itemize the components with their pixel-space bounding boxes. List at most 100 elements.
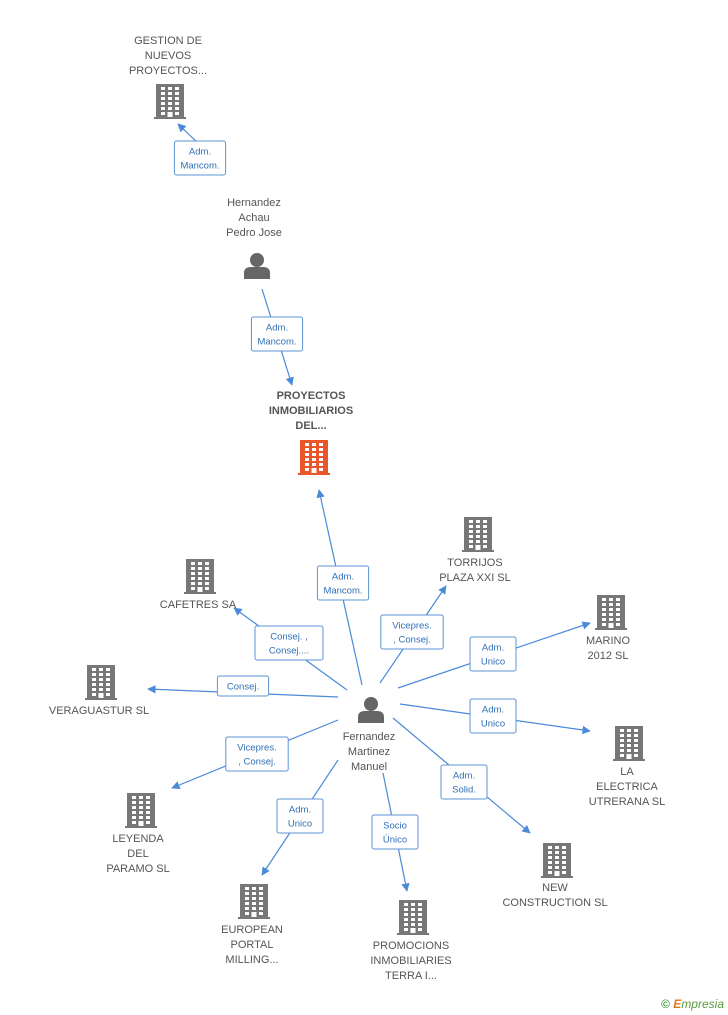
copyright-icon: © — [661, 997, 670, 1011]
role-label: Solid. — [452, 785, 476, 796]
node-veraguastur[interactable]: VERAGUASTUR SL — [49, 665, 149, 717]
role-label: Mancom. — [257, 337, 296, 348]
role-label: Unico — [481, 719, 505, 730]
node-european[interactable]: EUROPEAN PORTAL MILLING... — [221, 884, 283, 966]
node-label: TORRIJOS — [447, 557, 502, 569]
node-label: Fernandez — [343, 731, 396, 743]
edge-fernandez-veraguastur: Consej. — [147, 675, 339, 698]
role-label: Unico — [481, 657, 505, 668]
node-label: NEW — [542, 882, 568, 894]
node-label: CONSTRUCTION SL — [502, 897, 607, 909]
role-badge[interactable]: Adm. Unico — [276, 798, 324, 834]
edge-fernandez-european: Adm. Unico — [261, 759, 339, 876]
node-label: MARINO — [586, 635, 630, 647]
node-label: PARAMO SL — [106, 863, 169, 875]
role-label: Mancom. — [180, 161, 219, 172]
edge-fernandez-cafetres: Consej. , Consej.... — [233, 607, 348, 691]
building-icon[interactable] — [462, 517, 494, 552]
person-icon[interactable] — [244, 253, 270, 279]
role-label: Mancom. — [323, 586, 362, 597]
role-label: Unico — [288, 819, 312, 830]
role-badge[interactable]: Adm. Mancom. — [250, 316, 304, 352]
node-label: Achau — [238, 212, 269, 224]
role-label: Adm. — [453, 771, 475, 782]
role-badge[interactable]: Adm. Solid. — [440, 764, 488, 800]
node-newcons[interactable]: NEW CONSTRUCTION SL — [502, 843, 608, 909]
nodes-layer: GESTION DENUEVOSPROYECTOS...HernandezAch… — [49, 35, 665, 982]
node-label: LEYENDA — [112, 833, 164, 845]
node-label: PROYECTOS — [277, 390, 346, 402]
node-label: PLAZA XXI SL — [439, 572, 511, 584]
node-torrijos[interactable]: TORRIJOS PLAZA XXI SL — [439, 517, 511, 584]
node-leyenda[interactable]: LEYENDA DEL PARAMO SL — [106, 793, 170, 875]
edge-fernandez-leyenda: Vicepres., Consej. — [171, 719, 339, 790]
role-label: Consej.... — [269, 646, 309, 657]
node-label: Manuel — [351, 761, 387, 773]
building-icon[interactable] — [184, 559, 216, 594]
building-icon[interactable] — [85, 665, 117, 700]
building-icon[interactable] — [298, 440, 330, 475]
role-badge[interactable]: Adm. Mancom. — [173, 140, 227, 176]
role-badge[interactable]: Consej. — [216, 675, 270, 697]
node-label: Hernandez — [227, 197, 281, 209]
node-label: ELECTRICA — [596, 781, 658, 793]
edge-fernandez-proyectos: Adm. Mancom. — [316, 489, 370, 686]
role-badge[interactable]: Adm. Mancom. — [316, 565, 370, 601]
role-label: Adm. — [482, 705, 504, 716]
role-badge[interactable]: Adm. Unico — [469, 698, 517, 734]
node-label: DEL... — [295, 420, 326, 432]
node-proyectos[interactable]: PROYECTOS INMOBILIARIOS DEL... — [269, 390, 353, 475]
edge-fernandez-newcons: Adm. Solid. — [392, 717, 531, 834]
brand-logo-rest: mpresia — [681, 997, 724, 1011]
edge-hernandez-gestion: Adm. Mancom. — [173, 123, 227, 176]
node-gestion[interactable]: GESTION DENUEVOSPROYECTOS... — [129, 35, 207, 119]
role-label: Vicepres. — [237, 743, 276, 754]
role-badge[interactable]: Consej. , Consej.... — [254, 625, 324, 661]
node-label: PROYECTOS... — [129, 65, 207, 77]
role-label: Consej. , — [270, 632, 308, 643]
role-label: Único — [383, 835, 407, 846]
building-icon[interactable] — [154, 84, 186, 119]
edge-fernandez-torrijos: Vicepres., Consej. — [379, 585, 447, 684]
building-icon[interactable] — [238, 884, 270, 919]
node-label: LA — [620, 766, 634, 778]
role-label: Adm. — [482, 643, 504, 654]
node-label: DEL — [127, 848, 148, 860]
brand-footer: © Empresia — [661, 997, 724, 1011]
building-icon[interactable] — [541, 843, 573, 878]
role-badge[interactable]: Adm. Unico — [469, 636, 517, 672]
role-label: Adm. — [332, 572, 354, 583]
node-label: CAFETRES SA — [160, 599, 237, 611]
role-label: Adm. — [289, 805, 311, 816]
edge-fernandez-electrica: Adm. Unico — [399, 698, 591, 735]
role-badge[interactable]: Vicepres., Consej. — [225, 736, 289, 772]
role-label: Socio — [383, 821, 407, 832]
node-label: MILLING... — [225, 954, 278, 966]
node-label: VERAGUASTUR SL — [49, 705, 149, 717]
brand-logo-first: E — [673, 997, 682, 1011]
node-label: NUEVOS — [145, 50, 191, 62]
building-icon[interactable] — [125, 793, 157, 828]
person-icon[interactable] — [358, 697, 384, 723]
building-icon[interactable] — [397, 900, 429, 935]
node-label: INMOBILIARIOS — [269, 405, 353, 417]
role-label: Adm. — [266, 323, 288, 334]
role-label: Adm. — [189, 147, 211, 158]
node-label: EUROPEAN — [221, 924, 283, 936]
edge-fernandez-marino: Adm. Unico — [397, 621, 591, 689]
role-badge[interactable]: Vicepres., Consej. — [380, 614, 444, 650]
building-icon[interactable] — [613, 726, 645, 761]
node-cafetres[interactable]: CAFETRES SA — [160, 559, 237, 611]
node-label: PROMOCIONS — [373, 940, 449, 952]
node-label: PORTAL — [231, 939, 274, 951]
role-label: Consej. — [227, 682, 259, 693]
building-icon[interactable] — [595, 595, 627, 630]
